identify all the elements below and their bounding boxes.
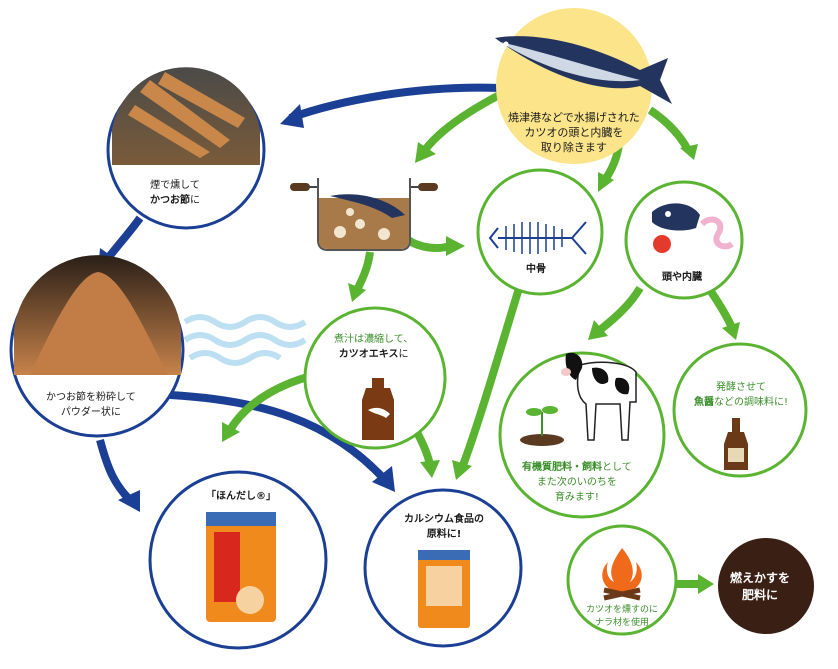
katsuobushi-pieces-icon xyxy=(128,72,245,158)
campfire-icon xyxy=(602,548,642,601)
burnt-residue-label: 燃えかすを 肥料に xyxy=(730,570,790,604)
fish-sauce-label-bold: 魚醤 xyxy=(694,397,714,408)
cow-icon xyxy=(561,352,637,441)
extract-label-bold: カツオエキス xyxy=(338,349,399,360)
boiling-pot-icon xyxy=(290,178,438,251)
powder-label: かつお節を粉砕して パウダー状に xyxy=(46,390,136,420)
soy-bottle-icon xyxy=(724,418,748,470)
calcium-package-icon xyxy=(418,550,470,628)
katsuobushi-label-rest: に xyxy=(190,195,200,206)
blue-arrows xyxy=(96,83,501,503)
extract-label-line1: 煮汁は濃縮して、 xyxy=(334,334,414,345)
fish-bone-icon xyxy=(488,221,587,255)
burnt-residue-circle xyxy=(718,538,814,634)
fish-sauce-label: 発酵させて 魚醤などの調味料に! xyxy=(694,380,788,410)
fertilizer-label-line3: 育みます! xyxy=(554,492,599,503)
katsuobushi-label-bold: かつお節 xyxy=(150,195,190,206)
backbone-label: 中骨 xyxy=(526,264,546,275)
calcium-label-line2: 原料に! xyxy=(426,529,462,540)
arrow-powder-to-calcium xyxy=(169,391,388,483)
oak-wood-label-line2: ナラ材を使用 xyxy=(595,618,650,628)
fish-sauce-circle xyxy=(672,342,808,478)
burnt-residue-label-line2: 肥料に xyxy=(742,588,779,602)
oak-wood-label-line1: カツオを燻すのに xyxy=(586,605,659,615)
hondashi-package-icon xyxy=(206,512,276,622)
fish-label-line3: 取り除きます xyxy=(540,141,607,154)
hondashi-label: 「ほんだし®」 xyxy=(206,491,276,502)
arrow-fish-to-katsuobushi xyxy=(288,83,501,122)
head-guts-label: 頭や内臓 xyxy=(662,272,702,283)
fertilizer-label: 有機質肥料・飼料として また次のいのちを 育みます! xyxy=(522,460,632,505)
fish-label-line1: 焼津港などで水揚げされた xyxy=(508,111,640,124)
extract-label: 煮汁は濃縮して、 カツオエキスに xyxy=(334,332,413,362)
powder-label-line1: かつお節を粉砕して xyxy=(46,392,136,403)
extract-label-rest: に xyxy=(398,349,409,360)
arrowhead xyxy=(118,490,140,512)
burnt-residue-label-line1: 燃えかすを xyxy=(730,571,791,585)
calcium-label-line1: カルシウム食品の xyxy=(404,514,484,525)
fish-landing-label: 焼津港などで水揚げされた カツオの頭と内臓を 取り除きます xyxy=(508,110,640,155)
powder-label-line2: パウダー状に xyxy=(60,407,121,418)
fish-sauce-label-rest: などの調味料に! xyxy=(714,397,789,408)
skipjack-fish-icon xyxy=(495,36,672,104)
fish-head-guts-icon xyxy=(652,203,734,253)
sprout-icon xyxy=(520,406,564,446)
calcium-label: カルシウム食品の 原料に! xyxy=(404,512,484,542)
fertilizer-label-line2: また次のいのちを xyxy=(536,477,617,488)
extract-bottle-icon xyxy=(362,378,394,440)
katsuobushi-label-line1: 煙で燻して xyxy=(150,180,200,191)
arrow-powder-to-hondashi xyxy=(96,438,133,503)
oak-wood-label: カツオを燻すのに ナラ材を使用 xyxy=(586,604,658,630)
fertilizer-label-bold: 有機質肥料・飼料 xyxy=(522,462,602,473)
fish-sauce-label-line1: 発酵させて xyxy=(716,382,766,393)
backbone-circle xyxy=(476,168,604,296)
fish-label-line2: カツオの頭と内臓を xyxy=(524,126,624,139)
arrowhead xyxy=(280,104,304,128)
arrowhead xyxy=(372,466,395,492)
waves-decoration xyxy=(183,314,307,366)
katsuobushi-label: 煙で燻して かつお節に xyxy=(150,178,200,208)
fertilizer-label-rest: として xyxy=(602,462,632,473)
